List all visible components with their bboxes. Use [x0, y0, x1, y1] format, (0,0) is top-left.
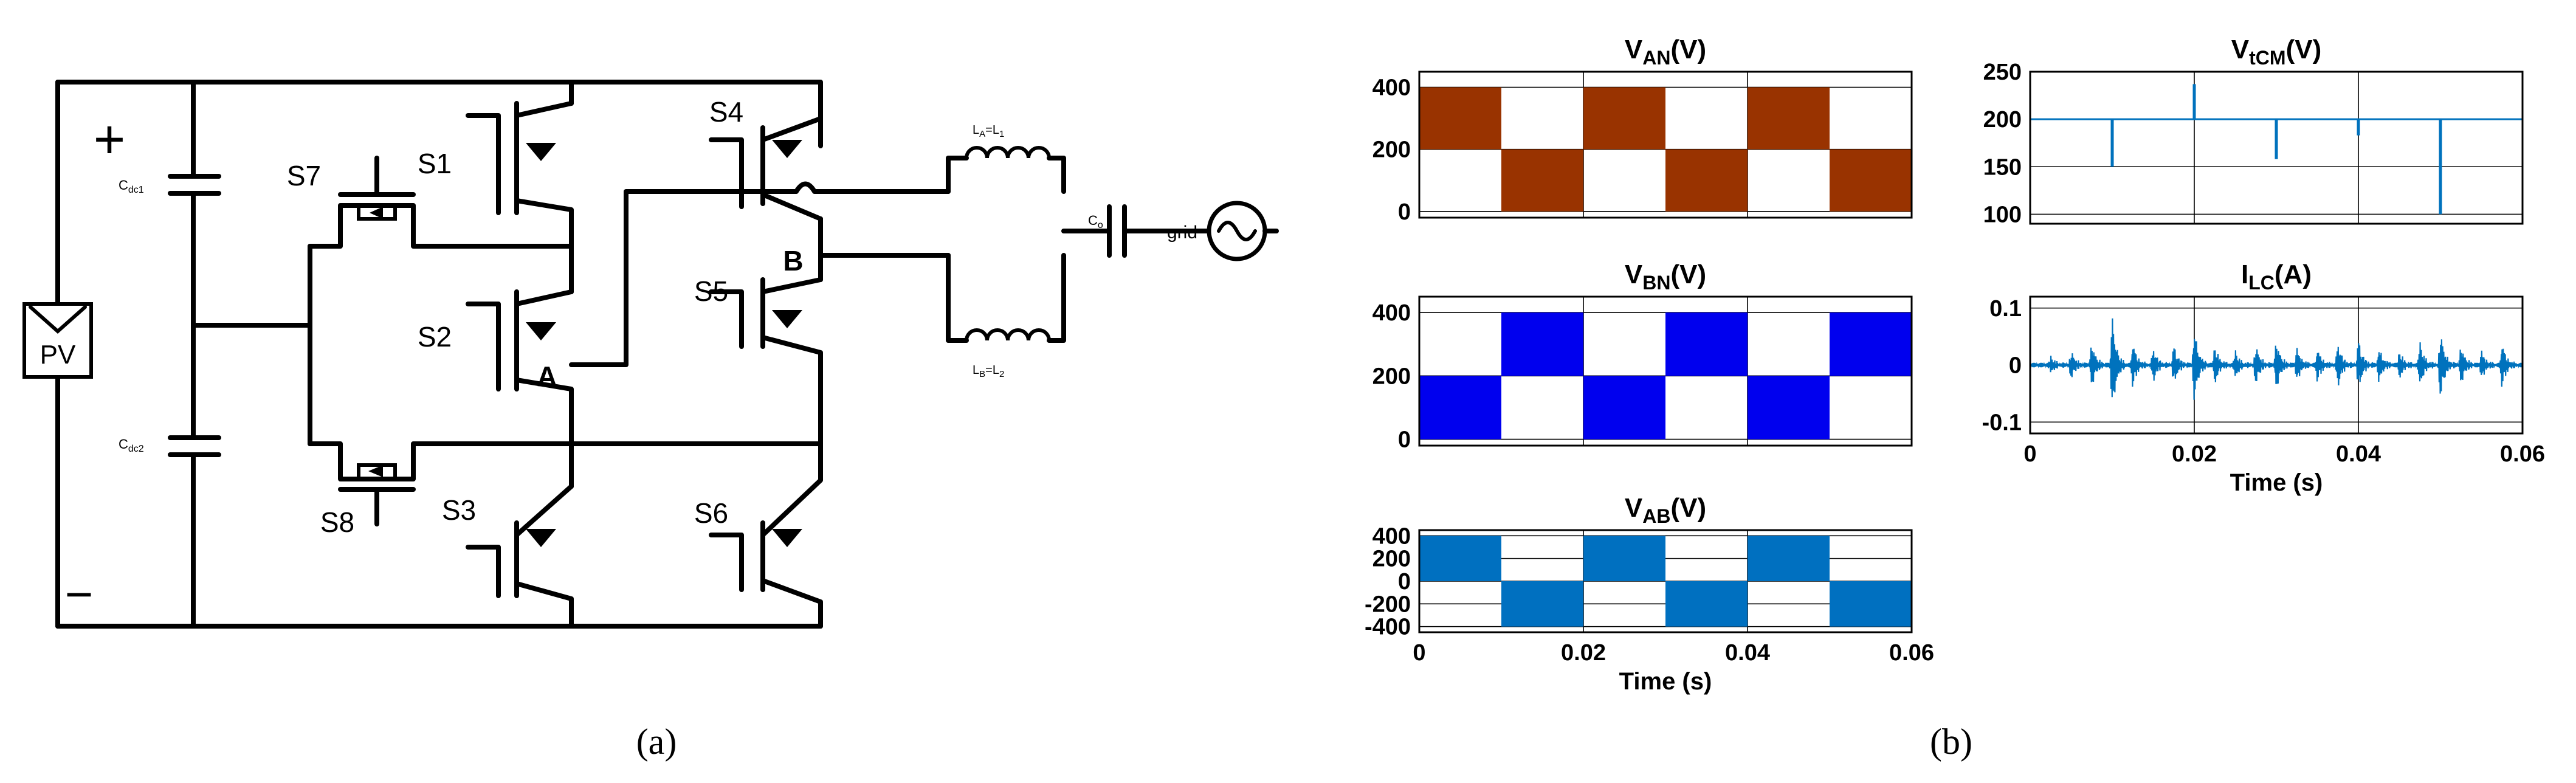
waveform-block: [1748, 536, 1830, 581]
cap-dc2-label: Cdc2: [119, 436, 144, 454]
axes-frame: [1418, 71, 1913, 219]
filter-capacitor: Co: [1061, 204, 1209, 258]
y-tick-label: 200: [1372, 364, 1411, 389]
waveform-block: [1583, 87, 1665, 150]
axes-frame: [2029, 295, 2524, 435]
inductor-lb-label: LB=L2: [973, 364, 1004, 379]
pv-panel: PV: [22, 302, 93, 379]
filter-cap-label: Co: [1088, 213, 1103, 230]
s6-label: S6: [694, 497, 728, 529]
x-tick-label: 0.02: [2172, 441, 2217, 467]
s5-label: S5: [694, 275, 728, 307]
waveform-block: [1501, 149, 1583, 212]
switch-s4: S4: [709, 96, 823, 221]
waveform-block: [1419, 87, 1501, 150]
node-b-label: B: [783, 245, 803, 277]
waveform-block: [1830, 312, 1912, 376]
y-tick-label: 0: [2009, 353, 2022, 379]
node-a-label: A: [537, 360, 557, 392]
x-axis-label: Time (s): [1619, 668, 1712, 695]
plot-v-an: VAN(V) 0 200 400: [1372, 35, 1913, 225]
axes-frame: [1418, 529, 1913, 633]
y-tick-label: 400: [1372, 75, 1411, 101]
plot-title: ILC(A): [2241, 260, 2312, 294]
waveform-block: [1748, 376, 1830, 440]
switch-s3: S3: [442, 484, 574, 629]
x-tick-label: 0.06: [1889, 640, 1934, 666]
waveform-block: [1665, 581, 1748, 627]
axes-frame: [1418, 295, 1913, 447]
y-tick-label: -200: [1365, 592, 1411, 617]
y-tick-label: 0: [1398, 199, 1411, 225]
y-tick-label: 0: [1398, 427, 1411, 453]
x-tick-label: 0.02: [1561, 640, 1606, 666]
waveform-block: [1665, 312, 1748, 376]
waveform-block: [1830, 581, 1912, 627]
plot-title: VBN(V): [1625, 260, 1706, 294]
minus-sign: −: [65, 567, 94, 621]
waveform-block: [1665, 149, 1748, 212]
switch-s6: S6: [694, 441, 823, 629]
y-tick-label: 200: [1372, 137, 1411, 163]
s4-label: S4: [709, 96, 743, 128]
x-tick-label: 0.06: [2500, 441, 2545, 467]
waveform-block: [1419, 376, 1501, 440]
waveform-block: [1501, 581, 1583, 627]
switch-s2: S2: [418, 289, 574, 446]
y-tick-label: 100: [1983, 202, 2022, 227]
y-tick-label: 400: [1372, 523, 1411, 549]
waveform-plots: VAN(V)0200400VBN(V)0200400VAB(V)-400-200…: [1365, 35, 2545, 695]
caption-b: (b): [1930, 722, 1972, 762]
y-tick-label: 0.1: [1989, 296, 2022, 322]
plot-title: VtCM(V): [2231, 35, 2321, 69]
waveform-block: [1583, 536, 1665, 581]
plot-title: VAB(V): [1625, 493, 1706, 527]
circuit-diagram: PV + − Cdc1 Cdc2 S7: [22, 80, 1279, 629]
switch-s7: S7: [287, 156, 416, 221]
waveform-block: [1748, 87, 1830, 150]
plot-v-bn: VBN(V) 0 200 400: [1372, 260, 1913, 453]
caption-a: (a): [636, 722, 677, 762]
waveform-block: [1830, 149, 1912, 212]
x-tick-label: 0: [2023, 441, 2036, 467]
plus-sign: +: [94, 109, 126, 170]
waveform-block: [1583, 376, 1665, 440]
inductor-lb: LB=L2: [946, 253, 1066, 379]
switch-s5: S5: [694, 275, 823, 446]
s3-label: S3: [442, 494, 476, 526]
switch-s8: S8: [320, 463, 416, 538]
y-tick-label: 400: [1372, 300, 1411, 326]
s8-label: S8: [320, 506, 354, 538]
x-tick-label: 0: [1413, 640, 1425, 666]
x-axis-label: Time (s): [2230, 469, 2323, 496]
waveform-block: [1419, 536, 1501, 581]
y-tick-label: 0: [1398, 569, 1411, 595]
y-tick-label: -400: [1365, 615, 1411, 640]
y-tick-label: 250: [1983, 60, 2022, 85]
y-tick-label: 150: [1983, 154, 2022, 180]
grid-source: grid: [1167, 201, 1279, 261]
plot-title: VAN(V): [1625, 35, 1706, 69]
y-tick-label: 200: [1372, 547, 1411, 572]
x-tick-label: 0.04: [2336, 441, 2381, 467]
y-tick-label: 200: [1983, 107, 2022, 133]
plot-v-tcm: VtCM(V) 100 150 200 250: [1983, 35, 2524, 227]
waveform-line: [2030, 318, 2524, 400]
x-tick-label: 0.04: [1725, 640, 1770, 666]
waveform-block: [1501, 312, 1583, 376]
grid-label: grid: [1167, 222, 1197, 243]
y-tick-label: -0.1: [1982, 410, 2022, 435]
s7-label: S7: [287, 160, 321, 191]
switch-s1: S1: [418, 101, 574, 258]
s2-label: S2: [418, 321, 452, 353]
pv-label: PV: [40, 340, 76, 370]
cap-dc1-label: Cdc1: [119, 178, 144, 195]
inductor-la: LA=L1: [946, 123, 1066, 194]
inductor-la-label: LA=L1: [973, 123, 1004, 139]
axes-frame: [2029, 71, 2524, 225]
s1-label: S1: [418, 148, 452, 179]
